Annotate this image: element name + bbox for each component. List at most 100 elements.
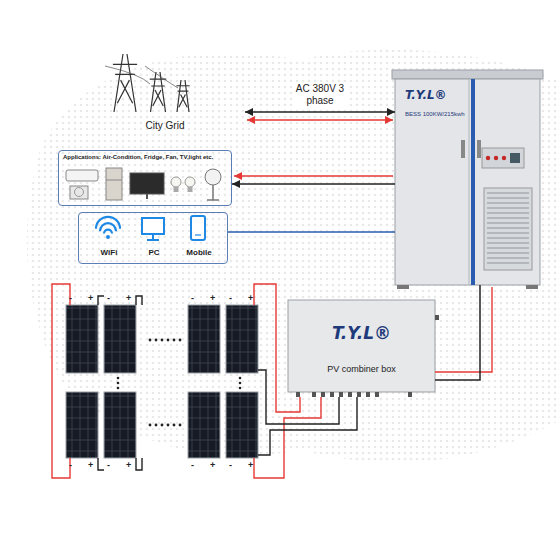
polarity-sign: - — [107, 294, 110, 303]
solar-panel — [66, 305, 98, 373]
polarity-sign: + — [126, 294, 131, 303]
connector — [435, 285, 480, 380]
dot — [117, 387, 120, 390]
control-display — [510, 153, 520, 163]
dc-wire-positive — [52, 284, 70, 478]
continuation-dots — [117, 339, 242, 427]
pc-base — [147, 239, 159, 241]
tv-stand — [146, 194, 148, 199]
polarity-sign: - — [191, 461, 194, 470]
control-button — [502, 156, 506, 160]
solar-panel — [66, 392, 98, 458]
solar-panel — [188, 392, 220, 458]
dot — [117, 377, 120, 380]
pylon-arm — [150, 79, 167, 86]
vent-slat — [487, 263, 529, 264]
wifi-dot — [106, 235, 110, 239]
solar-panel — [226, 392, 258, 458]
cable-gland — [375, 392, 379, 397]
polarity-sign: - — [229, 461, 232, 470]
wifi-wave — [104, 230, 112, 234]
vent-frame — [484, 188, 532, 270]
parallel-conductors — [234, 120, 492, 372]
monitor-box: WiFiPCMobile — [78, 212, 228, 264]
monitor-icons — [96, 216, 205, 240]
bulb-base — [174, 187, 179, 192]
phone-button — [195, 234, 201, 235]
combiner-enclosure — [288, 300, 435, 392]
vent-slat — [487, 253, 529, 254]
solar-panel — [104, 392, 136, 458]
dot — [179, 339, 182, 342]
connector — [245, 111, 395, 113]
power-wire — [105, 66, 178, 88]
combiner-box — [288, 300, 439, 397]
cable-gland — [366, 392, 370, 397]
pylon-leg — [151, 72, 166, 112]
bulb-base — [188, 187, 193, 192]
polarity-sign: + — [126, 461, 131, 470]
light-bulb — [171, 177, 181, 187]
cabinet-stripe — [471, 79, 475, 285]
control-button — [494, 156, 498, 160]
dc-wire-positive — [254, 284, 300, 412]
bess-cabinet — [392, 70, 543, 289]
supply-arrow — [234, 175, 393, 176]
pylon-brace — [179, 94, 187, 107]
pylon-brace — [117, 80, 132, 103]
pylon-arm — [113, 64, 137, 74]
dot — [149, 424, 152, 427]
vent-slat — [487, 243, 529, 244]
polarity-sign: + — [248, 294, 253, 303]
dc-wire-negative — [258, 397, 357, 455]
load-box: Applications: Air-Condition, Fridge, Fan… — [58, 150, 232, 206]
dot — [239, 387, 242, 390]
mobile-phone — [191, 216, 205, 240]
air-conditioner — [66, 170, 98, 181]
fridge-door — [106, 180, 122, 181]
vent-slat — [487, 213, 529, 214]
fan-base — [207, 199, 219, 201]
dot — [239, 377, 242, 380]
string-wiring — [52, 284, 357, 478]
vent-slat — [487, 208, 529, 209]
dc-wire-positive — [254, 397, 321, 478]
control-panel — [482, 148, 524, 168]
ac-outdoor-unit — [70, 186, 88, 199]
fridge — [106, 168, 122, 200]
polarity-sign: - — [69, 294, 72, 303]
cable-gland — [435, 315, 439, 320]
pylon-leg — [177, 80, 189, 112]
cabinet-door-split — [469, 79, 470, 285]
bess-cabinet-node: T.Y.L®BESS 100KW/215kwh — [395, 75, 540, 285]
cabinet-foot — [397, 285, 409, 289]
dot — [239, 382, 242, 385]
dc-bus-wire — [435, 287, 492, 372]
polarity-sign: + — [88, 294, 93, 303]
vent-slat — [487, 203, 529, 204]
cable-gland — [357, 392, 361, 397]
cable-gland — [296, 392, 300, 397]
fan-head — [205, 169, 221, 185]
node-text: Applications: Air-Condition, Fridge, Fan… — [63, 154, 229, 161]
dot — [179, 424, 182, 427]
door-handle — [477, 140, 481, 158]
series-link — [98, 458, 142, 470]
dot — [155, 339, 158, 342]
solar-panel — [188, 305, 220, 373]
dot — [117, 382, 120, 385]
door-handle — [461, 140, 465, 158]
fan-stand — [212, 185, 214, 200]
dot — [149, 339, 152, 342]
pc-monitor — [142, 218, 164, 234]
vent-slat — [487, 258, 529, 259]
node-text: T.Y.L® — [405, 89, 465, 103]
world-map — [27, 50, 560, 463]
vent-slat — [487, 218, 529, 219]
polarity-sign: + — [88, 461, 93, 470]
node-text: PC — [132, 248, 176, 257]
wifi-wave — [96, 217, 120, 229]
light-bulb — [185, 177, 195, 187]
connector — [232, 183, 395, 185]
